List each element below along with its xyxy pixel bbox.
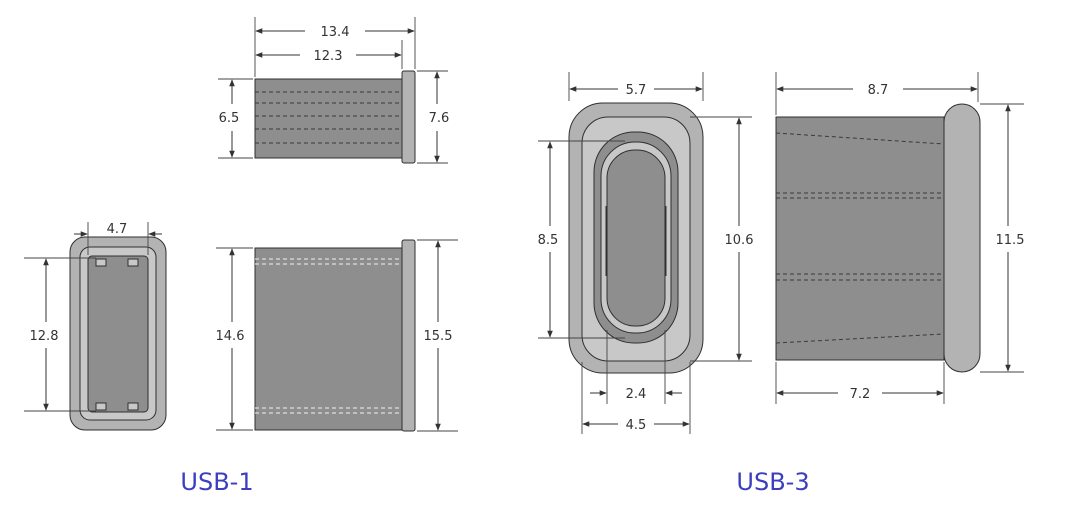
usb1-group: 13.4 12.3 6.5 7.6 xyxy=(24,17,458,496)
usb3-front-bottom-width-label: 4.5 xyxy=(626,418,647,433)
usb1-top-body xyxy=(254,78,403,159)
usb3-front-view: 5.7 8.5 10.6 2.4 4.5 xyxy=(538,72,754,434)
usb1-side-body-height-label: 14.6 xyxy=(216,329,245,344)
usb3-side-body-width-label: 7.2 xyxy=(850,387,871,402)
usb1-top-flange xyxy=(401,70,416,164)
usb3-caption: USB-3 xyxy=(736,468,809,496)
usb1-front-view: 4.7 12.8 xyxy=(24,222,167,431)
usb1-top-overall-width-label: 13.4 xyxy=(321,25,350,40)
usb3-front-slot-width-label: 2.4 xyxy=(626,387,647,402)
usb3-side-body xyxy=(775,116,945,361)
usb1-front-opening xyxy=(87,255,149,413)
usb1-caption: USB-1 xyxy=(180,468,253,496)
usb3-side-overall-width-label: 8.7 xyxy=(868,83,889,98)
usb3-front-top-width-label: 5.7 xyxy=(626,83,647,98)
usb1-top-body-width-label: 12.3 xyxy=(314,49,343,64)
usb3-side-view: 8.7 11.5 7.2 xyxy=(775,72,1025,404)
usb3-front-outer-height-label: 10.6 xyxy=(725,233,754,248)
usb3-side-flange xyxy=(943,103,981,373)
usb1-side-body xyxy=(254,247,403,431)
usb1-top-body-height-label: 6.5 xyxy=(219,111,240,126)
usb1-front-inner-height-label: 12.8 xyxy=(30,329,59,344)
usb1-side-flange xyxy=(401,239,416,432)
usb1-top-view: 13.4 12.3 6.5 7.6 xyxy=(218,17,450,164)
usb1-side-flange-height-label: 15.5 xyxy=(424,329,453,344)
usb3-group: 5.7 8.5 10.6 2.4 4.5 xyxy=(538,72,1025,496)
usb1-front-width-label: 4.7 xyxy=(107,222,128,237)
usb3-side-flange-height-label: 11.5 xyxy=(996,233,1025,248)
usb3-front-inner-height-label: 8.5 xyxy=(538,233,559,248)
usb1-side-view: 14.6 15.5 xyxy=(216,239,458,432)
usb1-top-flange-height-label: 7.6 xyxy=(429,111,450,126)
